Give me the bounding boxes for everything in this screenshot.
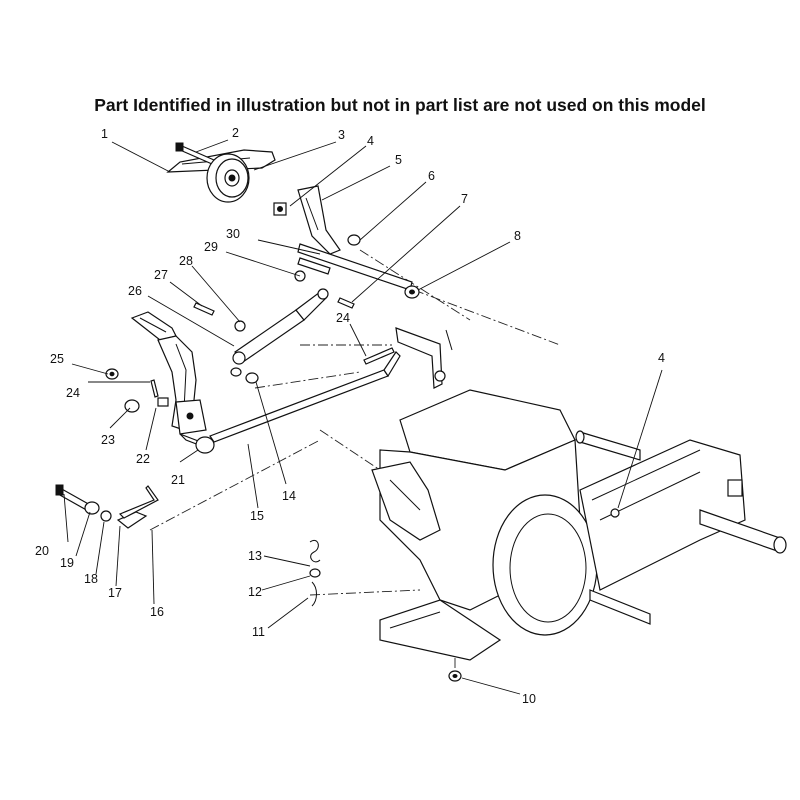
leader-lines bbox=[63, 139, 663, 695]
idler-pulley-assembly bbox=[166, 142, 276, 203]
callout-6: 6 bbox=[428, 169, 435, 183]
callout-25: 25 bbox=[50, 352, 64, 366]
callout-2: 2 bbox=[232, 126, 239, 140]
brake-pedal-assembly bbox=[105, 311, 215, 454]
callout-22: 22 bbox=[136, 452, 150, 466]
callout-20: 20 bbox=[35, 544, 49, 558]
callout-10: 10 bbox=[522, 692, 536, 706]
callout-29: 29 bbox=[204, 240, 218, 254]
callout-13: 13 bbox=[248, 549, 262, 563]
callout-1: 1 bbox=[101, 127, 108, 141]
callout-8: 8 bbox=[514, 229, 521, 243]
brake-rod-assembly bbox=[209, 327, 453, 443]
callout-17: 17 bbox=[108, 586, 122, 600]
upper-linkage-assembly bbox=[273, 185, 420, 309]
callout-24-left: 24 bbox=[66, 386, 80, 400]
callout-18: 18 bbox=[84, 572, 98, 586]
callout-4-right: 4 bbox=[658, 351, 665, 365]
engine-block bbox=[371, 389, 598, 661]
callout-12: 12 bbox=[248, 585, 262, 599]
tractor-frame bbox=[575, 430, 787, 625]
callout-labels: 1 2 3 4 5 6 7 8 30 29 28 27 26 24 25 24 … bbox=[35, 126, 665, 706]
callout-19: 19 bbox=[60, 556, 74, 570]
callout-28: 28 bbox=[179, 254, 193, 268]
callout-16: 16 bbox=[150, 605, 164, 619]
callout-26: 26 bbox=[128, 284, 142, 298]
callout-24-upper: 24 bbox=[336, 311, 350, 325]
diagram-heading: Part Identified in illustration but not … bbox=[94, 95, 706, 115]
callout-14: 14 bbox=[282, 489, 296, 503]
callout-21: 21 bbox=[171, 473, 185, 487]
callout-15: 15 bbox=[250, 509, 264, 523]
callout-4: 4 bbox=[367, 134, 374, 148]
spring-hook-assembly bbox=[309, 539, 321, 607]
lower-pin-assembly bbox=[55, 484, 159, 529]
callout-11: 11 bbox=[252, 625, 265, 639]
callout-27: 27 bbox=[154, 268, 168, 282]
callout-30: 30 bbox=[226, 227, 240, 241]
nut-10 bbox=[448, 670, 462, 682]
damper-assembly bbox=[193, 288, 329, 384]
callout-5: 5 bbox=[395, 153, 402, 167]
callout-3: 3 bbox=[338, 128, 345, 142]
callout-7: 7 bbox=[461, 192, 468, 206]
phantom-lines bbox=[149, 249, 701, 675]
callout-23: 23 bbox=[101, 433, 115, 447]
